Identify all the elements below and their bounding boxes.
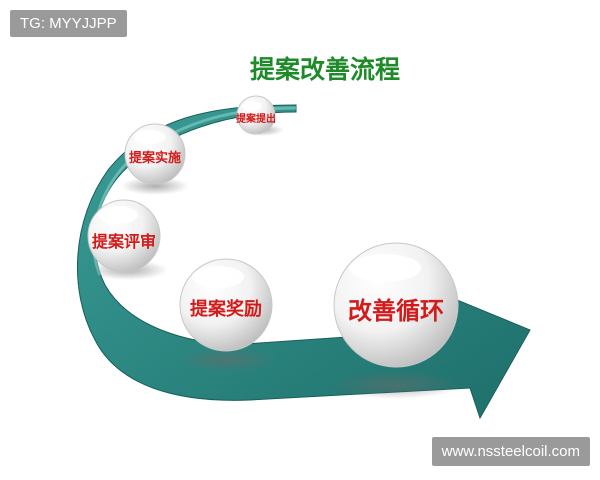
bubble-gloss — [134, 130, 166, 144]
watermark: www.nssteelcoil.com — [431, 437, 590, 466]
bubble-gloss — [349, 254, 421, 282]
bubble-shadow — [327, 371, 463, 399]
bubble-gloss — [242, 101, 262, 111]
bubble-shadow — [121, 177, 189, 195]
diagram-title: 提案改善流程 — [249, 55, 400, 84]
step-label-2: 提案实施 — [128, 151, 181, 166]
step-label-4: 提案奖励 — [190, 299, 262, 320]
step-label-5: 改善循环 — [348, 297, 444, 325]
step-label-3: 提案评审 — [91, 232, 156, 251]
step-label-1: 提案提出 — [236, 114, 276, 125]
source-tag: TG: MYYJJPP — [10, 10, 127, 37]
bubble-gloss — [192, 266, 244, 288]
bubble-gloss — [98, 206, 138, 224]
bubble-shadow — [178, 348, 278, 372]
